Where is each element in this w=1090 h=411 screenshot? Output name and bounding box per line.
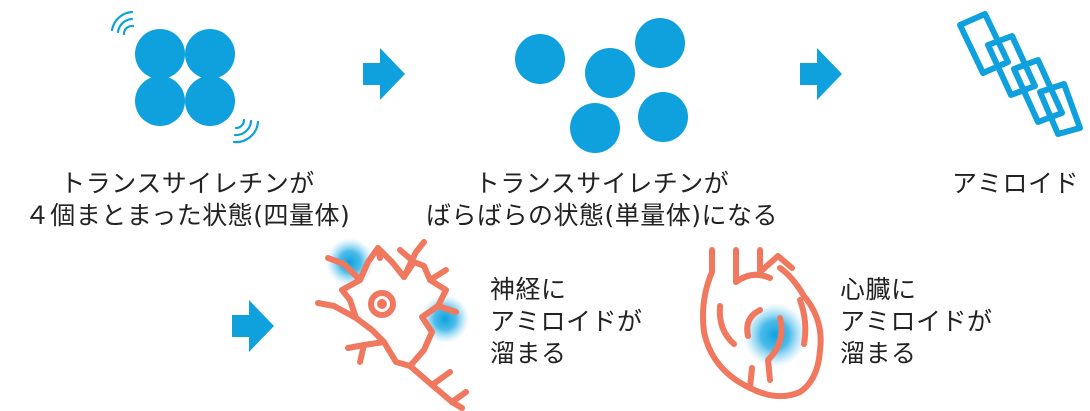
heart-line1: 心臓に	[840, 275, 917, 304]
arrow-right-icon	[363, 48, 405, 100]
step2-caption: トランスサイレチンが ばらばらの状態(単量体)になる	[412, 168, 792, 232]
step3-label: アミロイド	[952, 169, 1080, 198]
step1-line2: ４個まとまった状態(四量体)	[24, 201, 351, 230]
step1-line1: トランスサイレチンが	[60, 169, 315, 198]
nerve-line1: 神経に	[490, 275, 567, 304]
nerve-caption: 神経に アミロイドが 溜まる	[490, 274, 680, 370]
step3-caption: アミロイド	[952, 168, 1089, 200]
heart-line2: アミロイドが	[840, 307, 993, 336]
heart-line3: 溜まる	[840, 339, 917, 368]
step1-caption: トランスサイレチンが ４個まとまった状態(四量体)	[0, 168, 375, 232]
nerve-line3: 溜まる	[490, 339, 567, 368]
neuron-icon	[315, 238, 469, 411]
step2-line2: ばらばらの状態(単量体)になる	[425, 201, 778, 230]
arrow-right-icon	[232, 300, 274, 352]
vibration-icon	[110, 10, 260, 144]
tetramer-icon	[135, 29, 235, 126]
heart-icon	[700, 247, 824, 400]
heart-caption: 心臓に アミロイドが 溜まる	[840, 274, 1030, 370]
monomers-icon	[515, 18, 688, 153]
arrow-right-icon	[800, 48, 842, 100]
amyloid-fibril-icon	[957, 11, 1083, 137]
nerve-line2: アミロイドが	[490, 307, 643, 336]
step2-line1: トランスサイレチンが	[474, 169, 730, 198]
